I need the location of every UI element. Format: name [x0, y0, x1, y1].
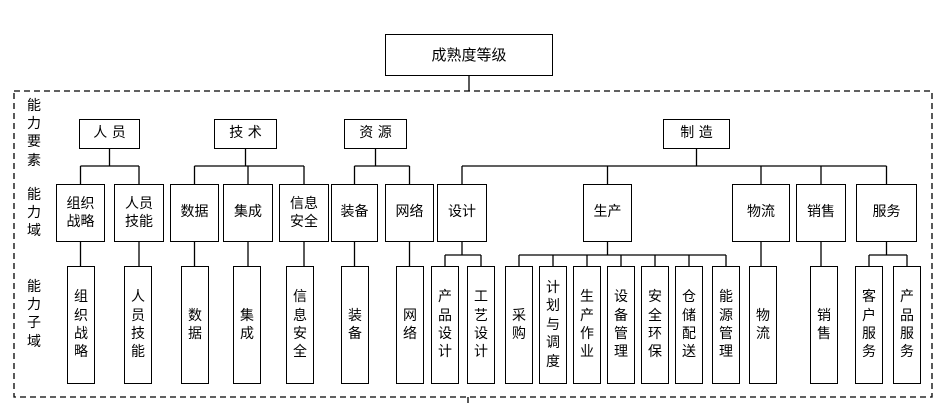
subdomain-s1: 组织战略 — [67, 266, 95, 384]
subdomain-s5: 信息安全 — [286, 266, 314, 384]
subdomain-s12: 生产作业 — [573, 266, 601, 384]
element-e1: 人 员 — [79, 119, 140, 149]
subdomain-s13: 设备管理 — [607, 266, 635, 384]
domain-d11: 销售 — [796, 184, 846, 242]
subdomain-s11: 计划与调度 — [539, 266, 567, 384]
domain-d2: 人员技能 — [114, 184, 164, 242]
side-label-2: 能力域 — [27, 187, 41, 240]
subdomain-s9: 工艺设计 — [467, 266, 495, 384]
side-label-1: 能力要素 — [27, 98, 41, 169]
domain-d8: 设计 — [437, 184, 487, 242]
subdomain-s3: 数据 — [181, 266, 209, 384]
subdomain-s20: 产品服务 — [893, 266, 921, 384]
domain-d6: 装备 — [331, 184, 378, 242]
subdomain-s18: 销售 — [810, 266, 838, 384]
subdomain-s17: 物流 — [749, 266, 777, 384]
subdomain-s14: 安全环保 — [641, 266, 669, 384]
domain-d5: 信息安全 — [279, 184, 329, 242]
subdomain-s19: 客户服务 — [855, 266, 883, 384]
domain-d1: 组织战略 — [56, 184, 105, 242]
dashed-frame — [13, 90, 933, 398]
subdomain-s16: 能源管理 — [712, 266, 740, 384]
domain-d9: 生产 — [583, 184, 632, 242]
element-e4: 制 造 — [663, 119, 730, 149]
domain-d7: 网络 — [385, 184, 434, 242]
domain-d10: 物流 — [732, 184, 790, 242]
element-e3: 资 源 — [344, 119, 407, 149]
domain-d12: 服务 — [856, 184, 917, 242]
element-e2: 技 术 — [214, 119, 277, 149]
subdomain-s6: 装备 — [341, 266, 369, 384]
domain-d3: 数据 — [170, 184, 219, 242]
subdomain-s4: 集成 — [233, 266, 261, 384]
subdomain-s10: 采购 — [505, 266, 533, 384]
subdomain-s15: 仓储配送 — [675, 266, 703, 384]
root-maturity-level: 成熟度等级 — [385, 34, 553, 76]
side-label-3: 能力子域 — [27, 279, 41, 350]
domain-d4: 集成 — [223, 184, 273, 242]
subdomain-s8: 产品设计 — [431, 266, 459, 384]
subdomain-s2: 人员技能 — [124, 266, 152, 384]
subdomain-s7: 网络 — [396, 266, 424, 384]
